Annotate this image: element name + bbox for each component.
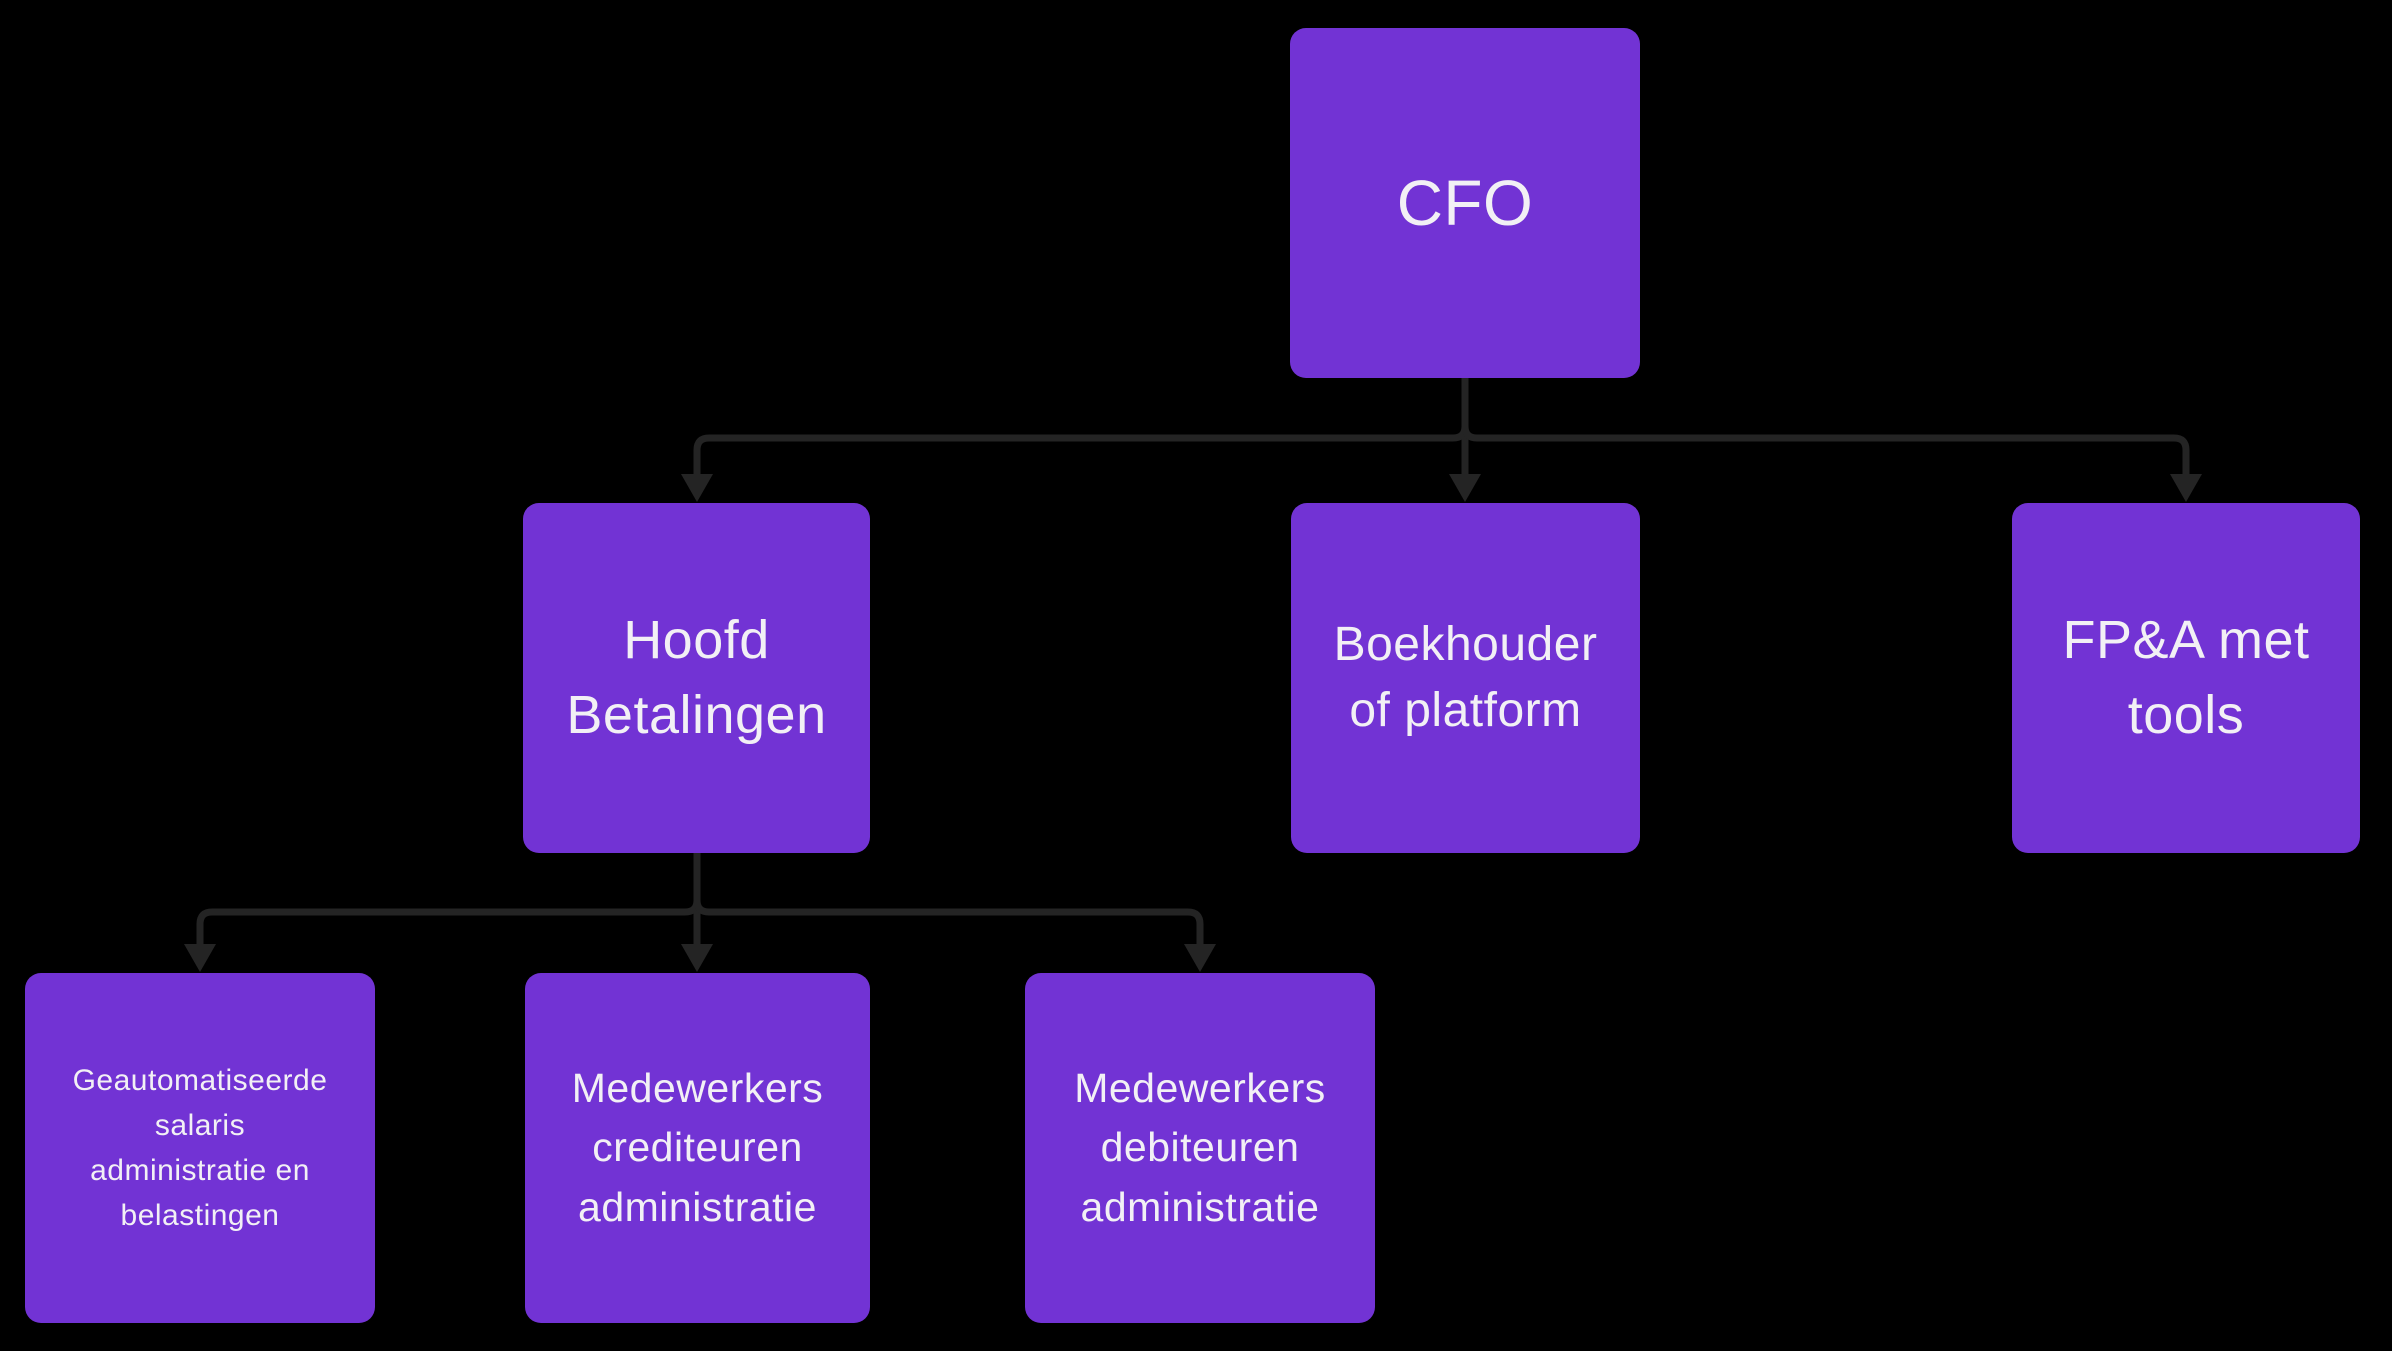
edge-cfo-hoofd-arrowhead-icon — [681, 474, 713, 502]
edge-hoofd-salaris-line — [196, 852, 701, 946]
edge-hoofd-crediteuren-arrowhead-icon — [681, 944, 713, 972]
edge-hoofd-salaris-arrowhead-icon — [184, 944, 216, 972]
edge-cfo-fpa-line — [1461, 378, 2190, 476]
org-node-fpa-met-tools-label: FP&A met tools — [2062, 610, 2310, 745]
org-node-boekhouder-of-platform-label: Boekhouder of platform — [1333, 617, 1598, 737]
org-node-medewerkers-debiteuren[interactable]: Medewerkers debiteuren administratie — [1025, 973, 1375, 1323]
org-node-medewerkers-crediteuren[interactable]: Medewerkers crediteuren administratie — [525, 973, 870, 1323]
org-node-fpa-met-tools[interactable]: FP&A met tools — [2012, 503, 2360, 853]
org-node-geautomatiseerde-salaris-label: Geautomatiseerde salaris administratie e… — [72, 1064, 328, 1232]
org-node-medewerkers-debiteuren-label: Medewerkers debiteuren administratie — [1074, 1064, 1326, 1230]
org-node-hoofd-betalingen[interactable]: Hoofd Betalingen — [523, 503, 870, 853]
org-node-hoofd-betalingen-label: Hoofd Betalingen — [566, 610, 827, 745]
edge-cfo-boekhouder-arrowhead-icon — [1449, 474, 1481, 502]
org-node-geautomatiseerde-salaris[interactable]: Geautomatiseerde salaris administratie e… — [25, 973, 375, 1323]
org-node-boekhouder-of-platform[interactable]: Boekhouder of platform — [1291, 503, 1640, 853]
org-node-medewerkers-crediteuren-label: Medewerkers crediteuren administratie — [571, 1064, 824, 1230]
org-node-cfo-label: CFO — [1396, 166, 1534, 239]
edge-cfo-hoofd-line — [693, 378, 1469, 476]
edge-hoofd-debiteuren-arrowhead-icon — [1184, 944, 1216, 972]
edge-hoofd-debiteuren-line — [693, 852, 1204, 946]
edge-cfo-fpa-arrowhead-icon — [2170, 474, 2202, 502]
org-node-cfo[interactable]: CFO — [1290, 28, 1640, 378]
